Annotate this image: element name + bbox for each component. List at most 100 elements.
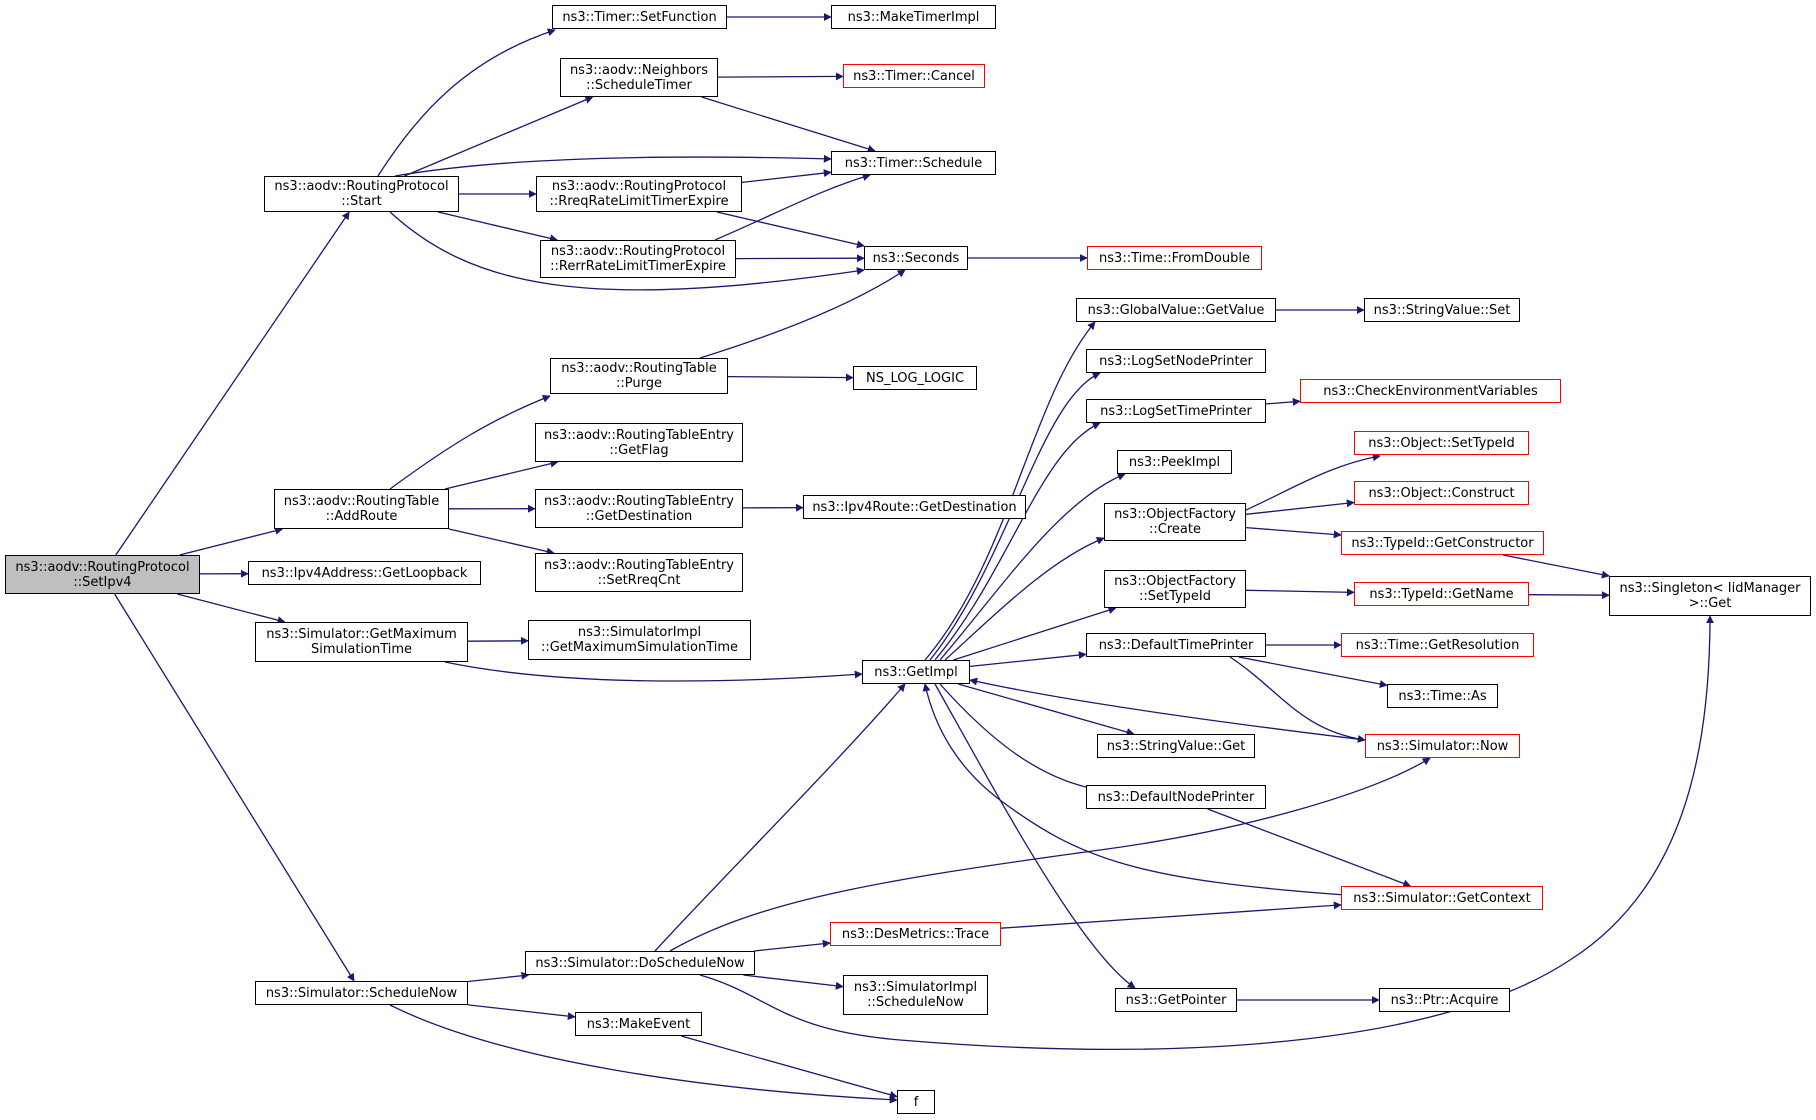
edge-objectfactory-create-to-object-construct	[1245, 499, 1355, 515]
edge-typeid-getconstructor-to-singleton-get	[1502, 554, 1610, 579]
edge-desmetrics-trace-to-simulator-getcontext	[1000, 901, 1342, 929]
edge-setipv4-to-start	[115, 211, 350, 556]
node-object-settypeid[interactable]: ns3::Object::SetTypeId	[1354, 431, 1529, 455]
node-object-construct[interactable]: ns3::Object::Construct	[1354, 481, 1529, 505]
node-getimpl[interactable]: ns3::GetImpl	[862, 660, 970, 684]
node-f[interactable]: f	[897, 1090, 935, 1114]
node-label-line: ns3::Ipv4Route::GetDestination	[812, 499, 1017, 515]
node-objectfactory-settypeid[interactable]: ns3::ObjectFactory::SetTypeId	[1104, 570, 1246, 608]
node-ns-log-logic[interactable]: NS_LOG_LOGIC	[853, 366, 977, 390]
node-desmetrics-trace[interactable]: ns3::DesMetrics::Trace	[830, 922, 1001, 946]
edge-simulator-doschedulenow-to-desmetrics-trace	[753, 939, 831, 952]
node-label-line: NS_LOG_LOGIC	[865, 370, 965, 386]
node-label-line: ns3::aodv::RoutingProtocol	[551, 179, 727, 194]
node-label-line: ns3::Simulator::DoScheduleNow	[535, 955, 745, 971]
node-rte-setreqcnt[interactable]: ns3::aodv::RoutingTableEntry::SetRreqCnt	[535, 553, 743, 592]
node-timer-setfunction[interactable]: ns3::Timer::SetFunction	[552, 5, 727, 29]
node-neighbors-scheduletimer[interactable]: ns3::aodv::Neighbors::ScheduleTimer	[560, 58, 718, 97]
node-label-line: ns3::SimulatorImpl	[853, 980, 978, 995]
node-ptr-acquire[interactable]: ns3::Ptr::Acquire	[1379, 988, 1510, 1012]
node-routingtable-addroute[interactable]: ns3::aodv::RoutingTable::AddRoute	[274, 489, 449, 529]
edge-getimpl-to-stringvalue-get	[958, 683, 1135, 736]
node-setipv4[interactable]: ns3::aodv::RoutingProtocol::SetIpv4	[5, 555, 200, 594]
edge-objectfactory-settypeid-to-typeid-getname	[1245, 588, 1355, 597]
edge-getimpl-to-defaulttimeprinter	[969, 651, 1087, 668]
node-singleton-get[interactable]: ns3::Singleton< IidManager >::Get	[1609, 576, 1811, 616]
node-label-line: ::AddRoute	[325, 509, 398, 524]
node-label-line: ns3::Simulator::Now	[1376, 738, 1509, 754]
node-simulator-now[interactable]: ns3::Simulator::Now	[1365, 734, 1520, 758]
node-label-line: ::Start	[341, 194, 382, 209]
edge-simulator-now-to-getimpl	[969, 677, 1366, 741]
edge-simulator-schedulenow-to-simulator-doschedulenow	[467, 971, 530, 983]
node-timer-cancel[interactable]: ns3::Timer::Cancel	[843, 64, 985, 88]
edge-routingtable-addroute-to-rte-setreqcnt	[448, 528, 555, 556]
node-rte-getflag[interactable]: ns3::aodv::RoutingTableEntry::GetFlag	[535, 423, 743, 462]
node-label-line: ns3::Timer::Schedule	[844, 155, 983, 171]
node-label-line: ns3::GetImpl	[874, 664, 958, 680]
node-time-getresolution[interactable]: ns3::Time::GetResolution	[1341, 633, 1534, 657]
node-time-as[interactable]: ns3::Time::As	[1387, 684, 1498, 708]
node-fromdouble[interactable]: ns3::Time::FromDouble	[1087, 246, 1262, 270]
node-logsettimeprinter[interactable]: ns3::LogSetTimePrinter	[1086, 399, 1266, 423]
edge-routingtable-purge-to-seconds	[699, 269, 906, 359]
node-maketimerimpl[interactable]: ns3::MakeTimerImpl	[831, 5, 996, 29]
node-label-line: ::GetMaximumSimulationTime	[540, 640, 739, 655]
node-peekimpl[interactable]: ns3::PeekImpl	[1117, 450, 1232, 474]
edge-start-to-neighbors-scheduletimer	[404, 96, 594, 177]
node-label-line: ns3::PeekImpl	[1128, 454, 1221, 470]
node-ipv4address-getloopback[interactable]: ns3::Ipv4Address::GetLoopback	[248, 561, 481, 585]
node-rte-getdestination[interactable]: ns3::aodv::RoutingTableEntry::GetDestina…	[535, 489, 743, 528]
node-rerr-expire[interactable]: ns3::aodv::RoutingProtocol::RerrRateLimi…	[540, 240, 736, 278]
node-defaultnodeprinter[interactable]: ns3::DefaultNodePrinter	[1086, 785, 1266, 809]
node-simulator-getcontext[interactable]: ns3::Simulator::GetContext	[1341, 886, 1543, 910]
node-label-line: ns3::Singleton< IidManager	[1619, 581, 1801, 596]
node-label-line: ::SetTypeId	[1138, 589, 1212, 604]
node-label-line: ns3::Simulator::GetMaximum	[266, 627, 457, 642]
node-simimpl-getmaxsimtime[interactable]: ns3::SimulatorImpl::GetMaximumSimulation…	[528, 620, 751, 660]
node-label-line: ns3::aodv::RoutingProtocol	[274, 179, 449, 194]
edge-getimpl-to-objectfactory-settypeid	[953, 606, 1117, 661]
edge-routingtable-addroute-to-routingtable-purge	[389, 394, 551, 490]
node-label-line: ns3::aodv::RoutingTableEntry	[543, 557, 734, 573]
node-ipv4route-getdestination[interactable]: ns3::Ipv4Route::GetDestination	[803, 495, 1026, 519]
node-makeevent[interactable]: ns3::MakeEvent	[575, 1012, 702, 1036]
node-stringvalue-set[interactable]: ns3::StringValue::Set	[1364, 298, 1520, 322]
node-label-line: ns3::MakeEvent	[586, 1016, 691, 1032]
node-logsetnodeprinter[interactable]: ns3::LogSetNodePrinter	[1086, 349, 1266, 373]
node-label-line: ns3::DefaultNodePrinter	[1097, 789, 1255, 805]
node-label-line: ns3::DefaultTimePrinter	[1098, 637, 1254, 653]
node-label-line: ns3::Time::GetResolution	[1355, 637, 1520, 653]
node-checkenv[interactable]: ns3::CheckEnvironmentVariables	[1300, 379, 1561, 403]
node-seconds[interactable]: ns3::Seconds	[864, 246, 968, 270]
edge-getimpl-to-objectfactory-create	[944, 537, 1105, 661]
node-timer-schedule[interactable]: ns3::Timer::Schedule	[831, 151, 996, 175]
node-label-line: ns3::aodv::RoutingTableEntry	[543, 493, 734, 509]
edge-start-to-rerr-expire	[437, 211, 558, 243]
node-simimpl-schedulenow[interactable]: ns3::SimulatorImpl::ScheduleNow	[843, 975, 988, 1015]
node-getpointer[interactable]: ns3::GetPointer	[1115, 988, 1237, 1012]
node-typeid-getconstructor[interactable]: ns3::TypeId::GetConstructor	[1341, 531, 1544, 555]
node-label-line: ns3::Ipv4Address::GetLoopback	[261, 565, 468, 581]
node-simulator-schedulenow[interactable]: ns3::Simulator::ScheduleNow	[255, 981, 468, 1005]
node-label-line: ns3::StringValue::Get	[1106, 738, 1246, 754]
node-defaulttimeprinter[interactable]: ns3::DefaultTimePrinter	[1086, 633, 1266, 657]
edge-defaultnodeprinter-to-simulator-getcontext	[1207, 808, 1412, 888]
node-label-line: ns3::CheckEnvironmentVariables	[1323, 383, 1538, 399]
node-label-line: ns3::Simulator::ScheduleNow	[265, 985, 458, 1001]
edge-objectfactory-create-to-typeid-getconstructor	[1245, 526, 1342, 539]
node-simulator-doschedulenow[interactable]: ns3::Simulator::DoScheduleNow	[525, 951, 755, 975]
node-typeid-getname[interactable]: ns3::TypeId::GetName	[1354, 582, 1529, 606]
node-globalvalue-getvalue[interactable]: ns3::GlobalValue::GetValue	[1076, 298, 1276, 322]
node-label-line: ns3::ObjectFactory	[1114, 507, 1236, 522]
node-start[interactable]: ns3::aodv::RoutingProtocol::Start	[264, 176, 459, 212]
node-rreq-expire[interactable]: ns3::aodv::RoutingProtocol::RreqRateLimi…	[536, 176, 742, 212]
node-label-line: ns3::Object::Construct	[1368, 485, 1515, 501]
node-objectfactory-create[interactable]: ns3::ObjectFactory::Create	[1104, 503, 1246, 541]
node-label-line: ::SetRreqCnt	[597, 572, 681, 588]
node-stringvalue-get[interactable]: ns3::StringValue::Get	[1097, 734, 1255, 758]
node-label-line: ::SetIpv4	[73, 574, 132, 590]
node-routingtable-purge[interactable]: ns3::aodv::RoutingTable::Purge	[550, 358, 728, 394]
